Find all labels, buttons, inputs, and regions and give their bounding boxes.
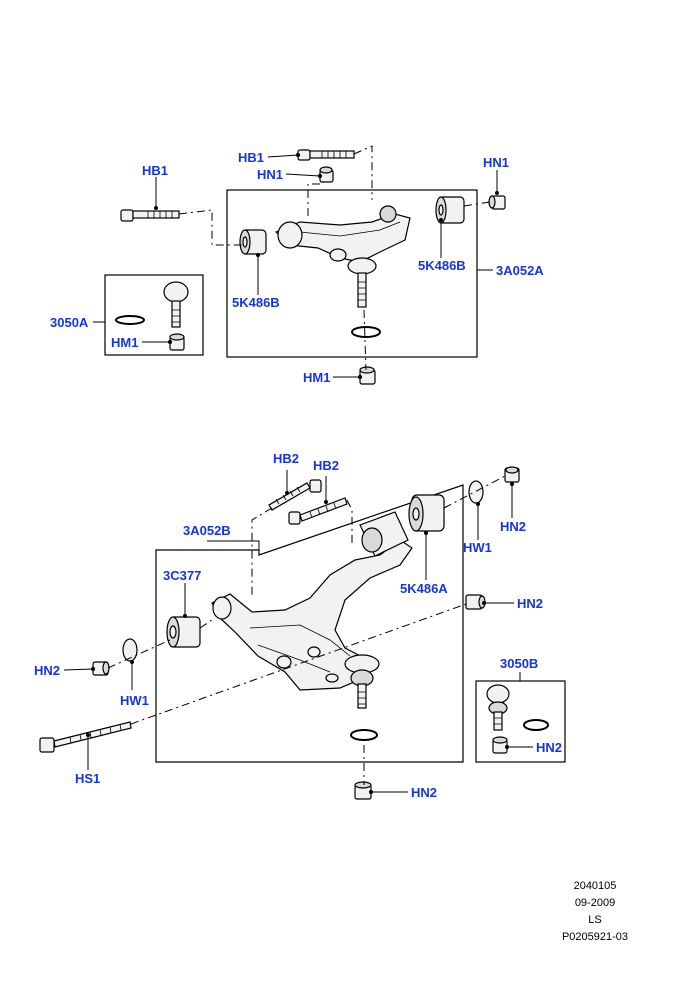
label-hm1-bottom: HM1 [303,370,330,385]
lower-centreline-2 [199,619,213,629]
nut-hn2-bottom [354,781,372,800]
bush-5k486b-right [435,196,465,224]
footer-line-1: 2040105 [573,880,617,892]
label-hm1-kit: HM1 [111,335,138,350]
bolt-hs1 [39,721,132,753]
nut-hn1-right [488,195,506,210]
ball-joint-kit-a-box [104,274,204,356]
washer-hw1-left [122,638,138,662]
lower-circlip [350,729,378,741]
upper-centreline-4 [463,201,491,207]
label-3a052a: 3A052A [496,263,544,278]
upper-centreline-2 [353,145,373,200]
label-hn2-kit: HN2 [536,740,562,755]
label-hn1-top: HN1 [257,167,283,182]
label-5k486b-left: 5K486B [232,295,280,310]
bolt-hb1-top [297,149,355,161]
label-3c377: 3C377 [163,568,201,583]
label-hn2-left: HN2 [34,663,60,678]
lower-arm-assembly: HB2 HB2 3A052B HN2 HW1 5K486A 3C377 HN2 … [34,451,566,800]
upper-arm-group-box [226,189,478,358]
lower-centreline-5 [251,507,273,598]
lower-control-arm [211,511,413,691]
upper-centreline-3 [307,183,320,220]
lower-centreline-1 [107,639,171,669]
bush-5k486a [408,494,445,532]
drawing-reference-block: 2040105 09-2009 LS P0205921-03 [540,878,650,946]
upper-centreline-1 [178,209,242,246]
bush-5k486b-left [239,229,267,255]
bolt-hb1-left [120,209,180,222]
label-5k486a: 5K486A [400,581,448,596]
lower-centreline-3 [130,603,467,725]
lower-ball-joint [344,654,380,709]
bolt-hb2-right [288,497,348,525]
label-5k486b-right: 5K486B [418,258,466,273]
nut-hm1-bottom [359,366,376,385]
nut-hn2-left [92,661,110,676]
upper-arm-assembly: HB1 HN1 HB1 HN1 3050A HM1 5K486B 5K486B … [50,145,544,385]
ball-joint-kit-a [115,281,189,351]
washer-hw1-right [468,480,484,504]
label-hw1-right: HW1 [463,540,492,555]
label-hb2-left: HB2 [273,451,299,466]
lower-centreline-6 [346,499,353,545]
bolt-hb2-left [268,479,322,511]
label-hn1-right: HN1 [483,155,509,170]
nut-hn2-top-right [504,466,520,483]
upper-control-arm [274,205,411,263]
nut-hn2-mid-right [465,594,486,610]
label-hs1: HS1 [75,771,100,786]
label-hn2-top-right: HN2 [500,519,526,534]
lower-centreline-4 [443,475,506,509]
ball-joint-kit-b [486,684,549,754]
footer-line-4: P0205921-03 [561,931,629,943]
footer-line-3: LS [588,914,602,926]
label-hn2-bottom: HN2 [411,785,437,800]
footer-line-2: 09-2009 [574,897,616,909]
label-3a052b: 3A052B [183,523,231,538]
label-hn2-mid-right: HN2 [517,596,543,611]
bush-3c377 [166,616,201,648]
label-3050b: 3050B [500,656,538,671]
upper-centreline-5 [363,309,367,371]
nut-hn1-top [319,166,334,183]
label-hw1-left: HW1 [120,693,149,708]
upper-ball-joint [347,257,377,308]
label-hb2-right: HB2 [313,458,339,473]
label-3050a: 3050A [50,315,89,330]
label-hb1-top: HB1 [238,150,264,165]
upper-circlip [351,326,381,338]
label-hb1-left: HB1 [142,163,168,178]
